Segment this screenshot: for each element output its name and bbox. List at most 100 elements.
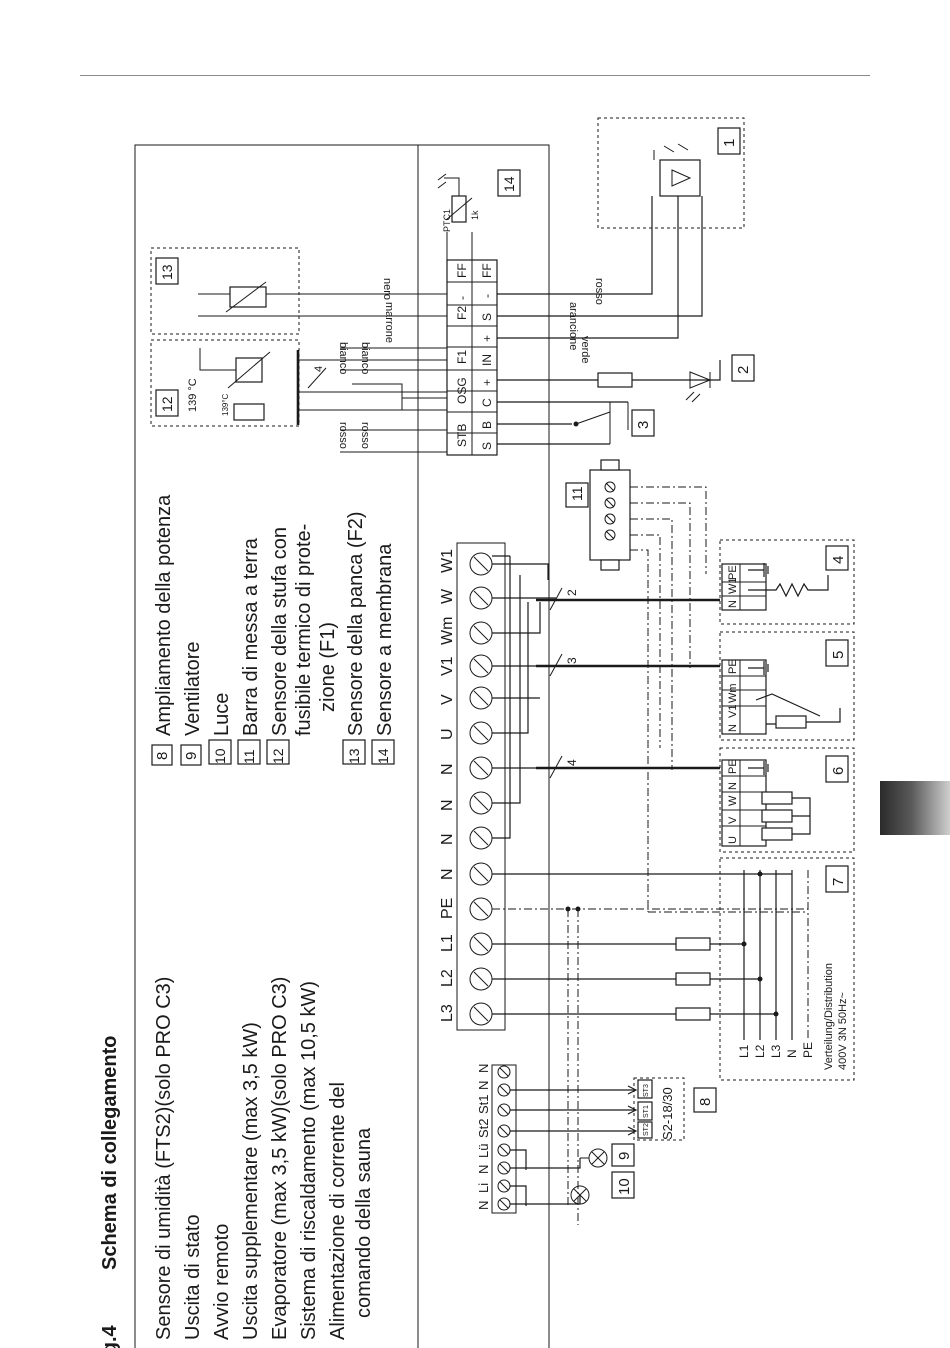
svg-text:N: N xyxy=(727,782,739,790)
svg-text:Uscita di stato: Uscita di stato xyxy=(182,1214,204,1340)
legend-item: 2 Uscita di stato xyxy=(182,1214,204,1340)
legend-item: 8 Ampliamento della potenza xyxy=(151,494,175,766)
legend-item: 4 Uscita supplementare (max 3,5 kW) xyxy=(240,1022,262,1340)
svg-text:PE: PE xyxy=(727,759,739,774)
svg-text:V: V xyxy=(439,694,456,705)
status-remote-wiring: 2 3 xyxy=(497,354,755,445)
svg-text:4: 4 xyxy=(830,556,847,564)
svg-text:OSG: OSG xyxy=(455,377,469,404)
svg-text:C: C xyxy=(480,398,494,407)
small-terminal-labels: N Li N Lü St2 St1 N N xyxy=(476,1064,491,1210)
svg-text:1k: 1k xyxy=(470,210,480,220)
svg-text:F2: F2 xyxy=(455,306,469,320)
svg-text:PE: PE xyxy=(801,1042,815,1058)
svg-text:Sensore della panca (F2): Sensore della panca (F2) xyxy=(345,511,367,736)
svg-text:Ventilatore: Ventilatore xyxy=(182,641,204,736)
figure-number: Fig.4 xyxy=(99,1324,121,1348)
svg-text:comando della sauna: comando della sauna xyxy=(353,1127,375,1318)
svg-text:L2: L2 xyxy=(753,1044,767,1058)
svg-text:PTC1: PTC1 xyxy=(442,209,452,232)
svg-text:Alimentazione di corrente del: Alimentazione di corrente del xyxy=(327,1082,349,1340)
svg-text:FF: FF xyxy=(455,263,469,278)
svg-text:N: N xyxy=(439,763,456,775)
main-terminal-strip: L3 L2 L1 PE N N N N U V V1 Wm W W1 xyxy=(439,542,506,1031)
svg-text:11: 11 xyxy=(241,749,257,764)
sensor-terminal-block: STB OSG F1 F2 - FF S B C + IN + S - FF xyxy=(446,259,498,456)
svg-text:PE: PE xyxy=(727,565,739,580)
humidity-sensor-1: 1 rosso arancione verde xyxy=(497,117,745,364)
legend: 1 Sensore di umidità (FTS2)(solo PRO C3)… xyxy=(151,494,396,1340)
svg-text:2: 2 xyxy=(565,589,579,596)
svg-text:+: + xyxy=(480,379,494,386)
svg-text:U: U xyxy=(439,728,456,740)
svg-text:L3: L3 xyxy=(769,1044,783,1058)
svg-text:ST1: ST1 xyxy=(643,1105,650,1118)
svg-text:W1: W1 xyxy=(439,549,456,573)
svg-text:ST2: ST2 xyxy=(643,1123,650,1136)
svg-text:S2-18/30: S2-18/30 xyxy=(660,1087,675,1140)
grounding-bar-11: 11 xyxy=(565,459,707,912)
bench-sensor-13: 13 nero marrone xyxy=(150,247,447,343)
svg-text:Luce: Luce xyxy=(211,693,233,736)
header-rule xyxy=(80,75,870,76)
svg-text:W: W xyxy=(727,795,739,806)
svg-text:3: 3 xyxy=(635,421,652,429)
svg-text:L3: L3 xyxy=(439,1004,456,1022)
svg-text:S: S xyxy=(480,313,494,321)
small-terminal-strip: N Li N Lü St2 St1 N N xyxy=(476,1064,638,1214)
svg-text:N: N xyxy=(476,1081,491,1090)
svg-text:V: V xyxy=(727,816,739,824)
legend-item: 13 Sensore della panca (F2) xyxy=(342,511,367,765)
svg-text:V1: V1 xyxy=(727,705,739,718)
svg-text:9: 9 xyxy=(183,752,200,760)
svg-text:N: N xyxy=(476,1165,491,1174)
svg-text:N: N xyxy=(439,868,456,880)
svg-text:FF: FF xyxy=(480,263,494,278)
svg-text:13: 13 xyxy=(346,748,362,764)
svg-text:Verteilung/Distribution: Verteilung/Distribution xyxy=(823,963,835,1070)
chapter-tab xyxy=(880,781,950,835)
membrane-sensor-14: PTC1 1k 14 xyxy=(437,169,521,270)
svg-text:N: N xyxy=(785,1049,799,1058)
module-4-extra-output: 4 N W1 PE xyxy=(719,539,855,625)
terminal-labels: L3 L2 L1 PE N N N N U V V1 Wm W W1 xyxy=(439,549,456,1022)
legend-marker-9: 9 xyxy=(611,1143,635,1167)
svg-text:8: 8 xyxy=(697,1098,714,1106)
svg-text:ST3: ST3 xyxy=(643,1084,650,1097)
legend-item: 9 Ventilatore xyxy=(180,641,204,766)
svg-text:nero: nero xyxy=(381,278,393,300)
legend-item: 7 Alimentazione di corrente del comando … xyxy=(327,1082,375,1340)
svg-text:L1: L1 xyxy=(737,1044,751,1058)
svg-text:Avvio remoto: Avvio remoto xyxy=(211,1224,233,1340)
svg-text:verde: verde xyxy=(579,336,591,364)
svg-text:1: 1 xyxy=(721,139,738,147)
light-lamp-icon xyxy=(570,1185,590,1205)
legend-item: 5 Evaporatore (max 3,5 kW)(solo PRO C3) xyxy=(269,977,291,1340)
svg-text:V1: V1 xyxy=(439,656,456,676)
legend-item: 11 Barra di messa a terra xyxy=(237,537,262,765)
heater-buses: 2 3 4 xyxy=(492,555,720,839)
svg-text:marrone: marrone xyxy=(383,302,395,343)
svg-text:St2: St2 xyxy=(476,1118,491,1138)
svg-text:14: 14 xyxy=(375,748,391,764)
svg-text:9: 9 xyxy=(616,1152,633,1160)
svg-text:S: S xyxy=(480,442,494,450)
svg-text:rosso: rosso xyxy=(359,422,371,449)
svg-text:St1: St1 xyxy=(476,1094,491,1114)
svg-text:IN: IN xyxy=(480,354,494,366)
legend-item: 1 Sensore di umidità (FTS2)(solo PRO C3) xyxy=(153,977,175,1340)
legend-item: 14 Sensore a membrana xyxy=(371,543,396,765)
svg-text:10: 10 xyxy=(212,748,228,764)
legend-item: 3 Avvio remoto xyxy=(211,1224,233,1340)
svg-text:12: 12 xyxy=(270,748,286,764)
svg-text:-: - xyxy=(455,296,469,300)
svg-text:N: N xyxy=(476,1201,491,1210)
svg-text:3: 3 xyxy=(565,657,579,664)
svg-text:L1: L1 xyxy=(439,934,456,952)
svg-text:Wm: Wm xyxy=(439,617,456,645)
svg-text:139 °C: 139 °C xyxy=(187,378,199,412)
svg-text:13: 13 xyxy=(159,264,175,280)
svg-text:fusibile termico di prote-: fusibile termico di prote- xyxy=(293,524,315,736)
svg-text:bianco: bianco xyxy=(359,342,371,374)
